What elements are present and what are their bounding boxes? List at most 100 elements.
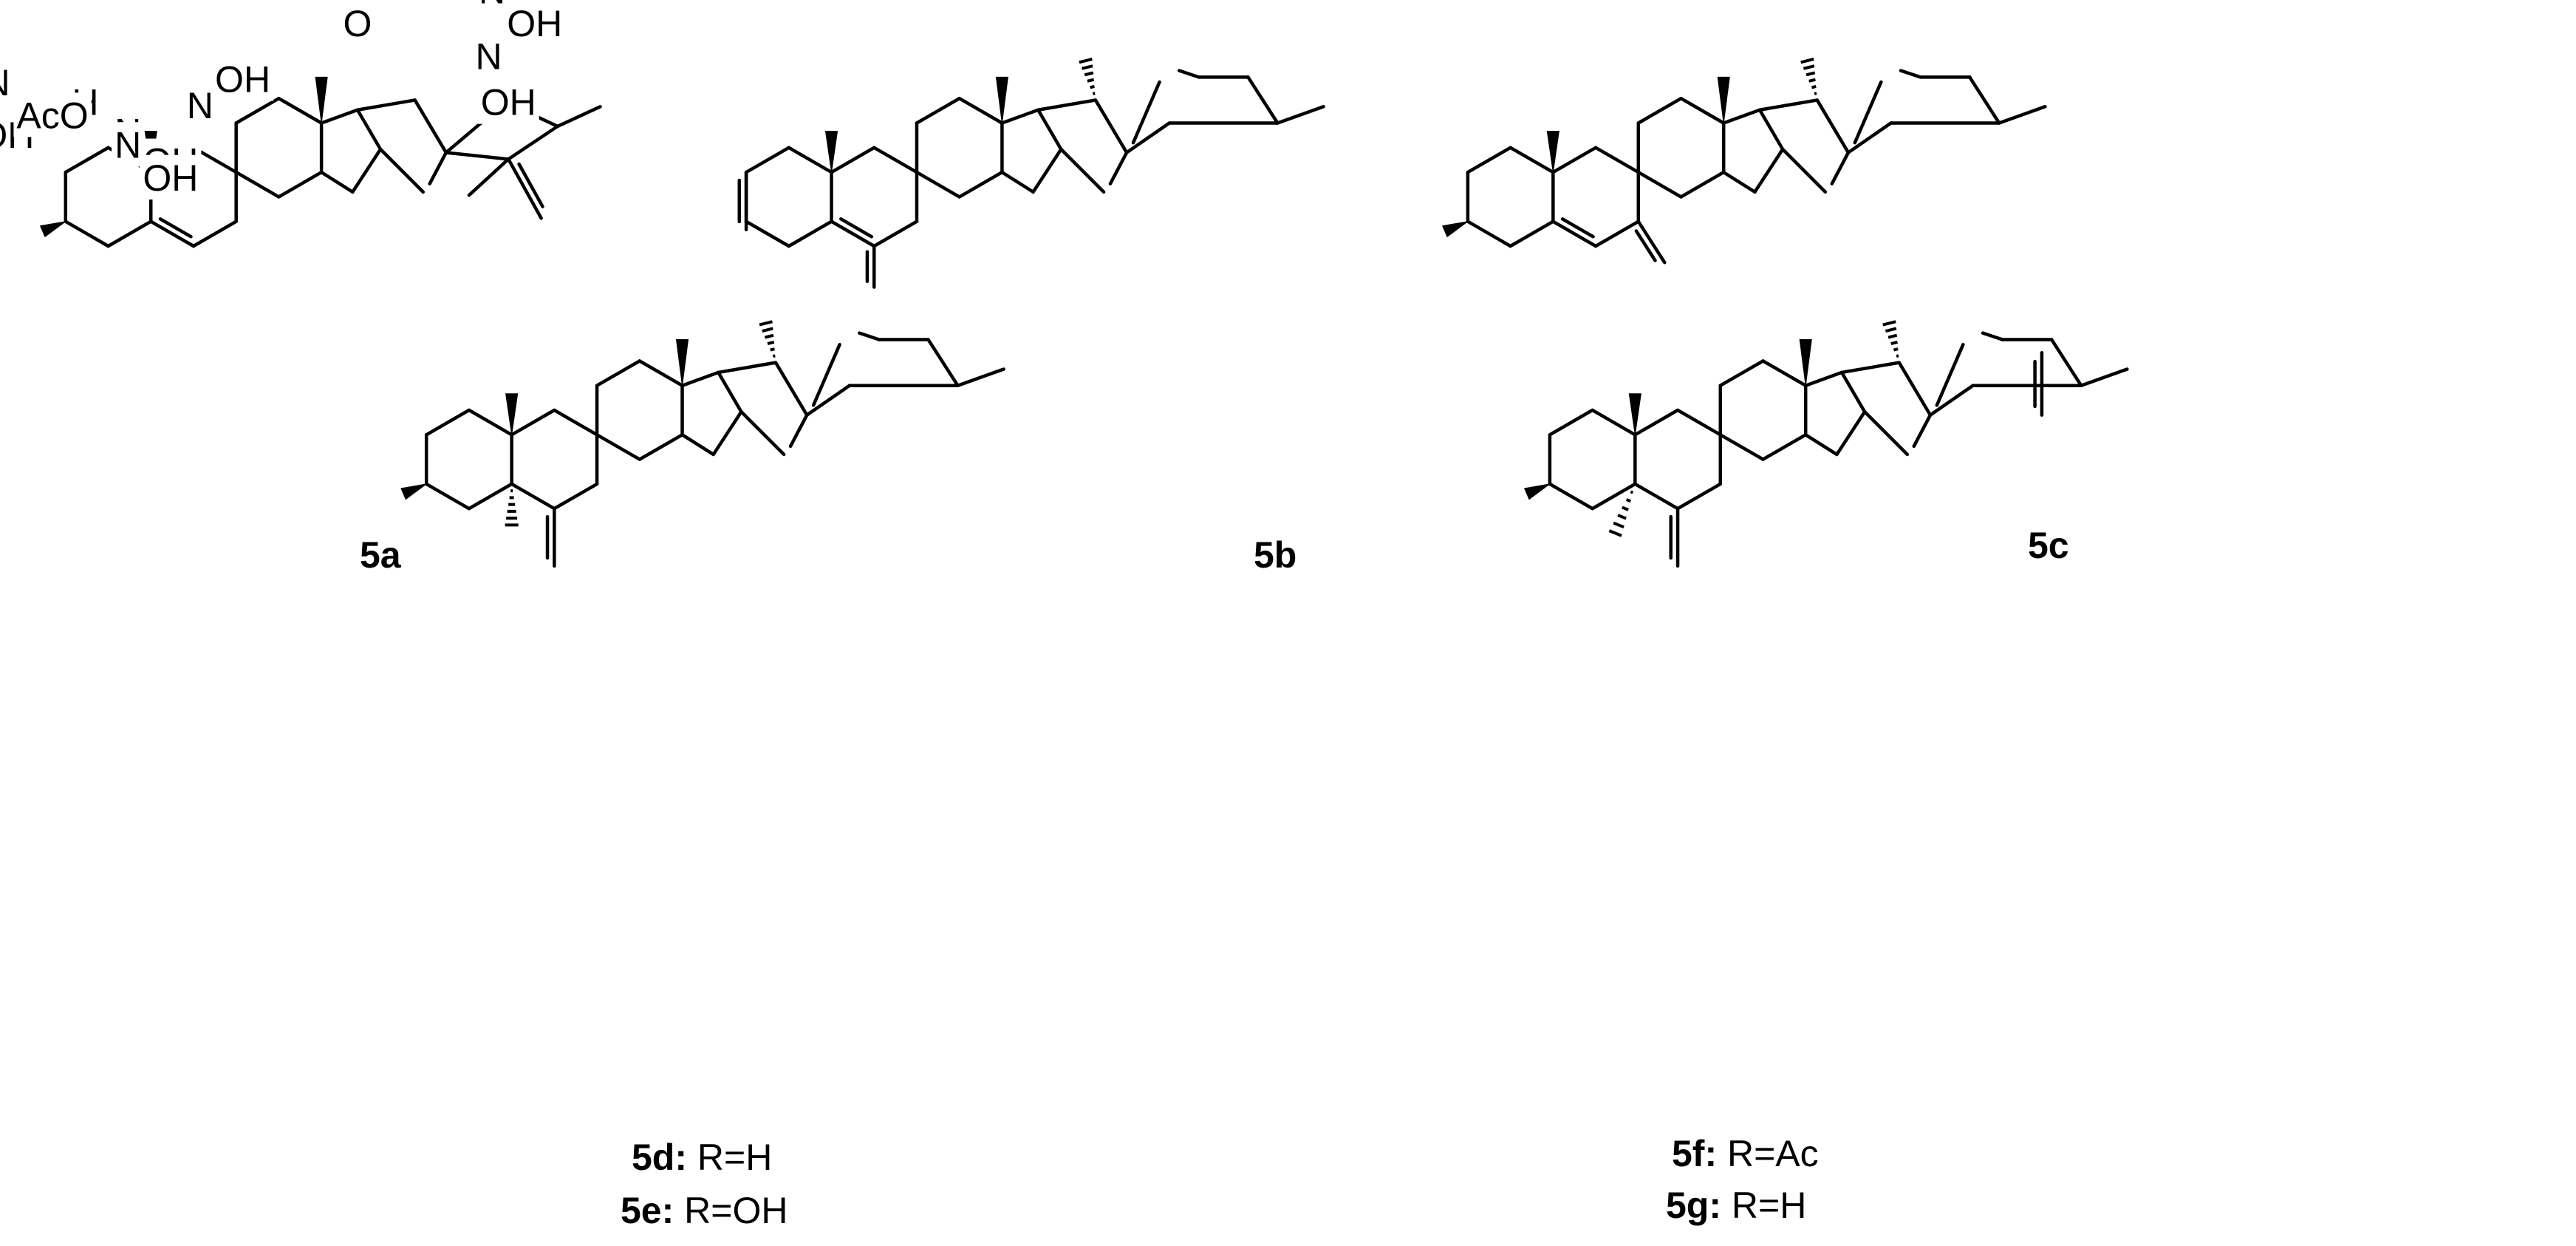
bond [506,124,560,161]
bond [510,482,556,511]
bond [811,342,841,407]
hash-bond [1803,64,1815,70]
wedge-bond [1628,393,1641,435]
bond [872,146,919,174]
hydroxyl-label: OH [507,3,562,44]
bond [1718,359,1765,387]
bond [1591,408,1637,437]
label-mask [477,79,539,124]
bond [1753,147,1785,194]
oxime-n-label: N [115,124,141,166]
bond [1093,98,1129,154]
hash-bond [1890,340,1898,346]
bond [1593,146,1641,174]
bond [788,413,809,449]
label-mask [140,154,202,200]
bond [1551,146,1598,174]
hash-bond [1084,71,1094,77]
wedge-bond [315,76,328,123]
hash-bond [1625,498,1631,503]
ring-oxygen-label: O [344,3,372,44]
bond [739,409,786,457]
bond [1928,384,1975,417]
bond [2079,367,2129,387]
bond [638,359,684,387]
bond [424,482,471,511]
bond [1509,219,1555,248]
bond [510,408,556,437]
bond [926,338,960,387]
bond [1839,370,1867,414]
double-bond [839,217,874,239]
bond [506,157,543,220]
wedge-bond [1799,339,1812,386]
hash-bond [1090,84,1095,89]
label-mask [183,83,216,128]
bond [1000,170,1035,194]
bond [1679,170,1726,199]
hash-bond [1082,64,1093,70]
double-bond [158,217,193,239]
bond [355,98,417,112]
bond [1036,98,1098,112]
label-mask [112,122,145,167]
wedge-bond [824,131,838,173]
bond [1830,151,1851,185]
bond [1761,433,1808,461]
bond [1721,108,1762,125]
hash-bond [1630,490,1634,494]
wedge-bond [675,339,689,386]
hash-bond [1882,320,1896,327]
bond [1548,408,1594,437]
compound-5f-5g: OROAcONOHONOH [13,0,2129,568]
bond [1633,408,1680,437]
bond [787,219,833,248]
bond [717,370,743,414]
bond [355,108,383,152]
bond [1633,482,1680,511]
hash-bond [1893,347,1899,352]
bond [1131,80,1161,145]
bond [1981,331,2004,341]
bond [428,151,448,185]
bond [553,482,599,511]
bond [1835,409,1867,457]
hash-bond [1805,71,1816,77]
bond [1466,219,1512,248]
oxime-n-label: N [479,0,505,12]
bond [680,370,720,387]
oxime-n-label: N [187,85,213,126]
bond [1636,96,1683,125]
bond [1718,433,1765,461]
compound-id: 5a [360,534,402,576]
label-mask [472,33,505,78]
hash-bond [762,327,773,333]
hash-bond [1613,521,1624,529]
label-mask [13,92,92,137]
bond [804,384,852,417]
bond [1757,98,1820,112]
bond [1803,370,1844,387]
hash-bond [770,347,776,352]
acetoxy-label: AcO [16,95,88,136]
bond [351,147,383,194]
compound-label-5e: 5e: R=OH [621,1190,788,1231]
bond [1466,146,1512,174]
bond [1551,219,1598,248]
double-bond [1560,217,1595,239]
compound-label-5f: 5f: R=Ac [1672,1133,1819,1174]
bond [1036,108,1063,152]
bond [553,408,599,437]
bond [711,409,743,457]
wedge-bond [39,221,66,238]
oxime-n-label: N [476,35,502,77]
hash-bond [1896,354,1899,358]
bond [1897,361,1933,417]
bond [787,146,833,174]
bond [1757,108,1785,152]
bond [1803,433,1839,457]
hash-bond [1814,92,1817,95]
bond [319,108,360,125]
bond [1177,69,1201,79]
